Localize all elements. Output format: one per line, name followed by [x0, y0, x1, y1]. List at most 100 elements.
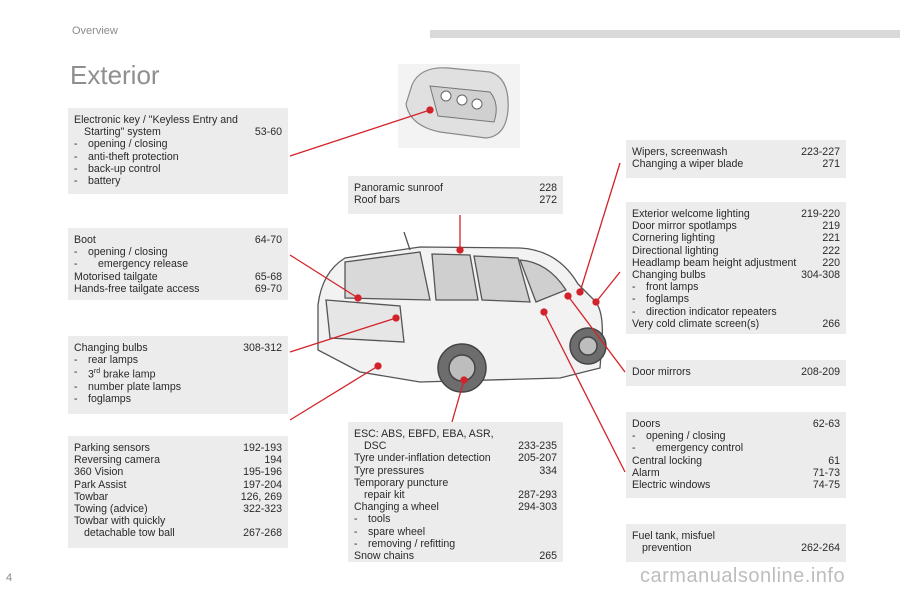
row-label: Parking sensors [74, 442, 150, 454]
parking-box: Parking sensors 192-193 Reversing camera 1… [68, 436, 288, 548]
list-item: back-up control [74, 163, 282, 175]
list-item-text: emergency control [656, 442, 744, 455]
row-label: Changing bulbs [632, 269, 706, 282]
row-ref: 192-193 [243, 442, 282, 454]
mirrors-ref: 208-209 [801, 366, 840, 378]
wheel-ref: 294-303 [518, 501, 557, 514]
row-ref: 222 [822, 244, 840, 257]
boot-info-box: Boot 64-70 opening / closing emergency r… [68, 228, 288, 300]
cold-climate-row: Very cold climate screen(s)266 [632, 318, 840, 330]
row-label: Towing (advice) [74, 503, 148, 516]
table-row: Directional lighting 222 [632, 245, 840, 257]
page-number: 4 [6, 572, 13, 584]
rear-bulbs-box: Changing bulbs 308-312 rear lamps 3rd br… [68, 336, 288, 414]
table-row: Alarm 71-73 [632, 467, 840, 479]
tyre-pressure-ref: 334 [539, 464, 557, 477]
roofbars-ref: 272 [539, 194, 557, 207]
wipers-ref: 223-227 [801, 146, 840, 158]
wheel-label: Changing a wheel [354, 501, 439, 514]
list-item: opening / closing [632, 430, 840, 442]
row-label: Headlamp beam height adjustment [632, 256, 797, 269]
fuel-line2: prevention [642, 542, 692, 555]
row-ref: 194 [264, 454, 282, 467]
key-title-line2: Starting" system [84, 126, 161, 139]
cold-climate-label: Very cold climate screen(s) [632, 317, 760, 330]
tyre-pressure-label: Tyre pressures [354, 464, 425, 477]
wheel-row: Changing a wheel 294-303 [354, 501, 557, 513]
page-title: Exterior [70, 60, 160, 90]
row-ref: 322-323 [243, 503, 282, 516]
sunroof-ref: 228 [539, 182, 557, 194]
tyre-detect-label: Tyre under-inflation detection [354, 452, 491, 465]
towbar-ref: 267-268 [243, 527, 282, 540]
mirrors-box: Door mirrors 208-209 [626, 360, 846, 386]
list-item: anti-theft protection [74, 151, 282, 163]
key-title-row: Starting" system 53-60 [74, 126, 282, 138]
row-label: Towbar [74, 490, 109, 503]
row-ref: 195-196 [243, 466, 282, 479]
fuel-box: Fuel tank, misfuel prevention 262-264 [626, 524, 846, 562]
doors-label: Doors [632, 418, 661, 430]
row-label: Cornering lighting [632, 232, 716, 245]
row-ref: 126, 269 [240, 490, 282, 503]
brake-num: 3 [88, 368, 94, 381]
boot-row: Boot 64-70 [74, 234, 282, 246]
snow-ref: 265 [539, 550, 557, 563]
brake-sup: rd [93, 368, 101, 376]
row-label: Alarm [632, 466, 660, 479]
mirrors-label: Door mirrors [632, 366, 691, 378]
fuel-ref: 262-264 [801, 542, 840, 555]
towbar-line1: Towbar with quickly [74, 515, 166, 528]
bulbs-ref: 308-312 [243, 342, 282, 354]
table-row: Towbar 126, 269 [74, 491, 282, 503]
esc-line1: ESC: ABS, EBFD, EBA, ASR, [354, 428, 494, 440]
handsfree-label: Hands-free tailgate access [74, 282, 200, 295]
callout-lines [289, 106, 626, 473]
row-ref: 219-220 [801, 208, 840, 220]
list-item: removing / refitting [354, 538, 557, 550]
row-label: Park Assist [74, 478, 127, 491]
sunroof-label: Panoramic sunroof [354, 182, 443, 194]
row-ref: 221 [822, 232, 840, 245]
lighting-box: Exterior welcome lighting 219-220 Door mi… [626, 202, 846, 334]
row-label: Directional lighting [632, 244, 719, 257]
tailgate-ref: 65-68 [254, 270, 282, 283]
tyre-pressure-row: Tyre pressures 334 [354, 465, 557, 477]
tailgate-label: Motorised tailgate [74, 270, 158, 283]
key-title-ref: 53-60 [254, 126, 282, 139]
key-title-line1: Electronic key / "Keyless Entry and [74, 114, 238, 126]
snow-label: Snow chains [354, 550, 415, 563]
table-row: Exterior welcome lighting 219-220 [632, 208, 840, 220]
row-label: Reversing camera [74, 454, 160, 467]
brake-text: brake lamp [100, 368, 156, 381]
car-body [317, 231, 603, 383]
row-ref: 74-75 [812, 479, 840, 492]
towbar-line2: detachable tow ball [84, 527, 175, 540]
bulbs-label: Changing bulbs [74, 342, 148, 354]
watermark: carmanualsonline.info [640, 565, 846, 587]
row-label: 360 Vision [74, 466, 124, 479]
fuel-line1: Fuel tank, misfuel [632, 530, 716, 542]
row-ref: 71-73 [812, 466, 840, 479]
table-row: Parking sensors 192-193 [74, 442, 282, 454]
section-label: Overview [72, 25, 118, 37]
row-label: Door mirror spotlamps [632, 220, 737, 233]
sunroof-row: Panoramic sunroof 228 [354, 182, 557, 194]
row-label: Exterior welcome lighting [632, 208, 750, 220]
handsfree-ref: 69-70 [254, 282, 282, 295]
puncture-line1: Temporary puncture [354, 476, 449, 489]
list-item: spare wheel [354, 526, 557, 538]
row-ref: 61 [828, 454, 840, 467]
